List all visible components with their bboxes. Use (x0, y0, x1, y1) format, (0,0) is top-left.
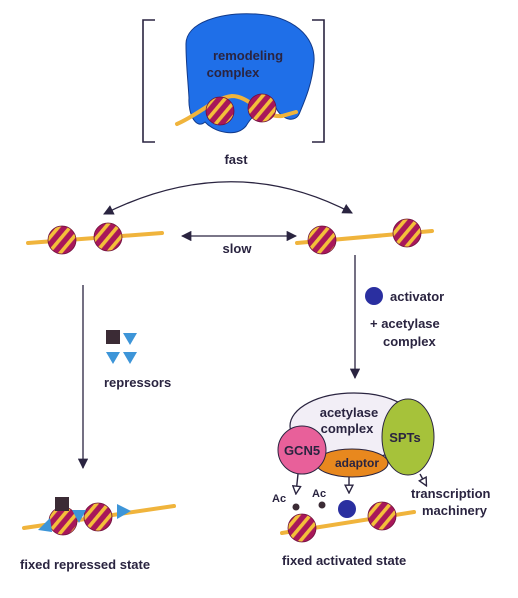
repressed-nucleosome-2 (83, 502, 113, 532)
gcn5-label: GCN5 (284, 443, 320, 458)
fixed-activated-label: fixed activated state (282, 553, 406, 568)
activated-state-group: Ac Ac fixed activated state (272, 488, 416, 568)
acetylase-label-1: + acetylase (370, 316, 440, 331)
bound-activator-icon (338, 500, 356, 518)
remodeling-complex-group: remodeling complex (142, 13, 325, 143)
activated-nucleosome-1 (287, 513, 317, 543)
repressor-triangle-icon (72, 510, 86, 523)
activator-label: activator (390, 289, 444, 304)
left-bracket (142, 19, 155, 143)
repressors-legend: repressors (104, 330, 171, 390)
right-bracket (312, 19, 325, 143)
right-nucleosome-1 (307, 225, 337, 255)
gcn5-shape (277, 425, 327, 475)
repressor-triangle-icon (123, 333, 137, 345)
transcription-label-1: transcription (411, 486, 491, 501)
acetylase-complex-group: acetylase complex SPTs adaptor GCN5 tran… (277, 392, 491, 518)
spts-shape (381, 398, 435, 476)
remodeling-complex-label-2: complex (207, 65, 261, 80)
right-nucleosome-pair (295, 218, 434, 255)
activated-nucleosome-2 (367, 501, 397, 531)
acetylase-complex-label-2: complex (321, 421, 375, 436)
slow-label: slow (223, 241, 253, 256)
repressor-triangle-icon (106, 352, 120, 364)
fast-label: fast (224, 152, 248, 167)
fast-arrow (103, 181, 353, 215)
activator-icon (365, 287, 383, 305)
remodeling-nucleosome-2 (247, 93, 277, 123)
repressed-state-group: fixed repressed state (20, 497, 176, 572)
repressors-label: repressors (104, 375, 171, 390)
acetylase-complex-label-1: acetylase (320, 405, 379, 420)
acetyl-dot-icon (292, 503, 300, 511)
repressor-triangle-icon (123, 352, 137, 364)
transcription-label-2: machinery (422, 503, 488, 518)
acetyl-dot-icon (318, 501, 326, 509)
left-nucleosome-2 (93, 222, 123, 252)
repressor-triangle-icon (117, 504, 131, 519)
repressor-triangle-icon (38, 518, 52, 532)
ac-label-1: Ac (272, 493, 286, 505)
repressor-square-icon (55, 497, 69, 511)
adaptor-label: adaptor (335, 456, 379, 470)
remodeling-nucleosome-1 (205, 96, 235, 126)
remodeling-complex-label-1: remodeling (213, 48, 283, 63)
left-nucleosome-1 (47, 225, 77, 255)
left-nucleosome-pair (26, 222, 164, 255)
right-nucleosome-2 (392, 218, 422, 248)
acetylase-label-2: complex (383, 334, 437, 349)
activator-legend: activator + acetylase complex (365, 287, 444, 349)
spts-open-arrow (420, 473, 426, 485)
gcn5-open-arrow (296, 473, 298, 493)
fixed-repressed-label: fixed repressed state (20, 557, 150, 572)
repressor-square-icon (106, 330, 120, 344)
ac-label-2: Ac (312, 488, 326, 500)
spts-label: SPTs (389, 430, 421, 445)
